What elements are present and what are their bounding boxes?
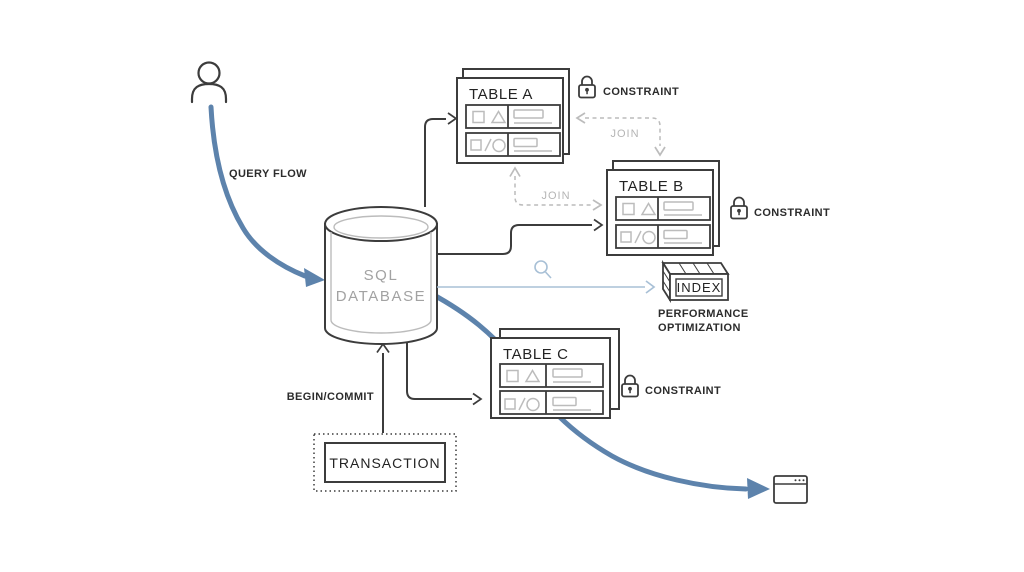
transaction-node: TRANSACTION bbox=[313, 433, 457, 492]
database-cylinder: SQL DATABASE bbox=[324, 206, 438, 345]
query-flow-label: QUERY FLOW bbox=[229, 168, 307, 180]
table-b-row-2 bbox=[615, 224, 711, 249]
table-a-node: TABLE A bbox=[456, 68, 570, 164]
result-flow-arrow bbox=[429, 291, 770, 499]
index-box: INDEX PERFORMANCE OPTIMIZATION bbox=[658, 259, 749, 334]
index-caption-line2: OPTIMIZATION bbox=[658, 322, 741, 334]
table-c-constraint: CONSTRAINT bbox=[621, 374, 721, 398]
table-b-title: TABLE B bbox=[619, 178, 684, 195]
join-upper-label: JOIN bbox=[610, 128, 639, 140]
db-to-table-c-connector bbox=[406, 343, 483, 406]
table-c-row-1 bbox=[499, 363, 604, 388]
browser-window-icon bbox=[773, 475, 808, 504]
result-flow-arrowhead bbox=[747, 478, 770, 499]
join-arrow-lower: JOIN bbox=[509, 166, 603, 211]
lock-icon bbox=[621, 374, 639, 398]
table-a-constraint-label: CONSTRAINT bbox=[603, 86, 679, 98]
join-arrow-upper: JOIN bbox=[575, 112, 666, 157]
query-flow-arrowhead bbox=[304, 268, 325, 287]
table-a-row-2 bbox=[465, 132, 561, 157]
transaction-label: TRANSACTION bbox=[329, 455, 440, 471]
index-label: INDEX bbox=[677, 280, 722, 295]
lock-icon bbox=[730, 196, 748, 220]
user-icon bbox=[190, 61, 228, 104]
transaction-box bbox=[324, 442, 446, 483]
transaction-to-db-connector bbox=[376, 342, 390, 433]
join-lower-label: JOIN bbox=[541, 190, 570, 202]
index-caption-line1: PERFORMANCE bbox=[658, 308, 749, 320]
table-a-row-1 bbox=[465, 104, 561, 129]
search-icon bbox=[534, 260, 552, 279]
database-label-line1: SQL bbox=[364, 267, 399, 284]
table-b-row-1 bbox=[615, 196, 711, 221]
index-top-face bbox=[661, 262, 730, 275]
database-label-line2: DATABASE bbox=[336, 288, 427, 305]
table-b-constraint: CONSTRAINT bbox=[730, 196, 830, 220]
table-a-title: TABLE A bbox=[469, 86, 533, 103]
begin-commit-label: BEGIN/COMMIT bbox=[287, 391, 374, 403]
lock-icon bbox=[578, 75, 596, 99]
table-c-title: TABLE C bbox=[503, 346, 569, 363]
db-to-table-a-connector bbox=[424, 112, 458, 207]
db-to-table-b-connector bbox=[437, 218, 604, 255]
cylinder-inner-rim bbox=[333, 215, 429, 239]
cylinder-inner-bottom bbox=[330, 319, 432, 334]
index-inner-frame bbox=[675, 278, 723, 297]
table-b-constraint-label: CONSTRAINT bbox=[754, 207, 830, 219]
table-b-node: TABLE B bbox=[606, 160, 720, 256]
table-c-constraint-label: CONSTRAINT bbox=[645, 385, 721, 397]
table-c-node: TABLE C bbox=[490, 328, 620, 419]
index-lookup-arrow bbox=[437, 280, 656, 294]
query-flow-arrow bbox=[208, 104, 325, 287]
table-a-constraint: CONSTRAINT bbox=[578, 75, 679, 99]
table-c-row-2 bbox=[499, 390, 604, 415]
